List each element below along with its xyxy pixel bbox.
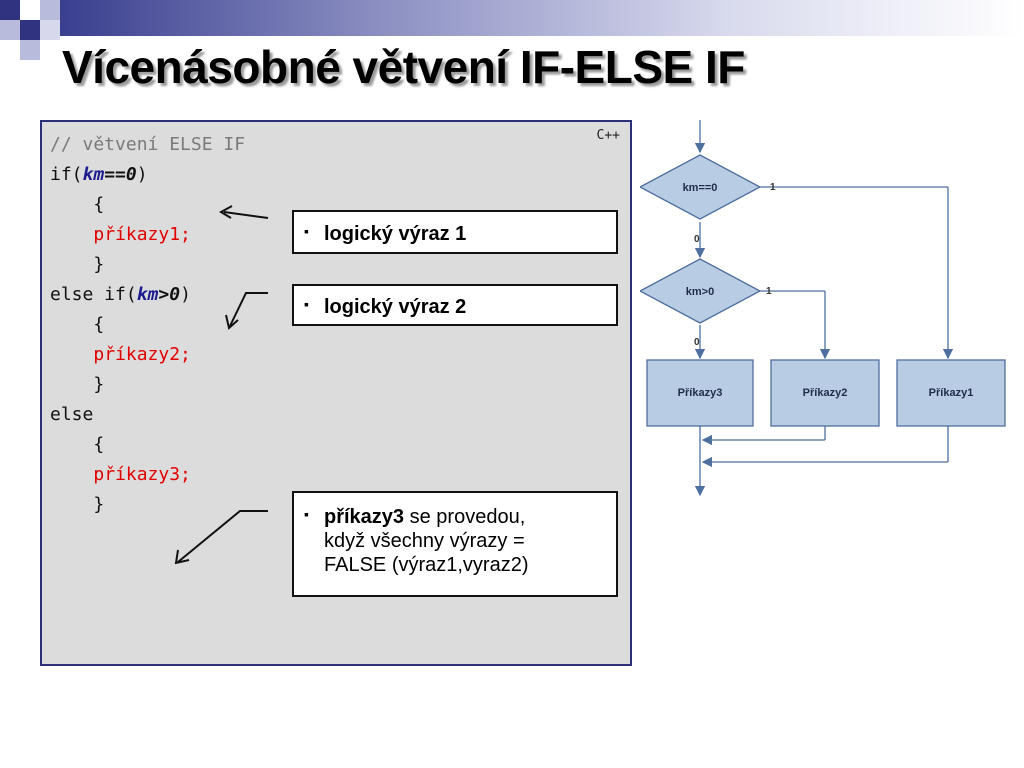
- arrow-to-else-if: [229, 292, 268, 327]
- note-text: logický výraz 2: [324, 296, 467, 318]
- decor-square: [20, 20, 40, 40]
- close-brace: }: [93, 494, 105, 515]
- code-comment: // větvení ELSE IF: [50, 134, 246, 155]
- note-text: příkazy3 se provedou, když všechny výraz…: [324, 505, 608, 577]
- code-line: }: [50, 490, 245, 520]
- code-line: if(km==0): [50, 160, 245, 190]
- else-if-keyword: else if(: [50, 284, 137, 305]
- note-logical-expression-1: ▪ logický výraz 1: [292, 210, 618, 254]
- close-brace: }: [93, 254, 105, 275]
- close-brace: }: [93, 374, 105, 395]
- decision2-label: km>0: [686, 286, 714, 298]
- code-line: }: [50, 370, 245, 400]
- decision-km-eq-0: [640, 154, 762, 220]
- note-text-part: když všechny výrazy =: [324, 530, 525, 552]
- bullet-icon: ▪: [304, 296, 309, 312]
- code-line: else if(km>0): [50, 280, 245, 310]
- process-label: Příkazy1: [929, 387, 974, 399]
- code-line: else: [50, 400, 245, 430]
- decor-square: [40, 20, 60, 40]
- decor-square: [20, 40, 40, 60]
- if-keyword: if(: [50, 164, 83, 185]
- statement-prikazy1: příkazy1;: [93, 224, 191, 245]
- statement-prikazy3: příkazy3;: [93, 464, 191, 485]
- open-brace: {: [93, 194, 105, 215]
- no-label: 0: [694, 337, 700, 348]
- header-gradient-bar: [60, 0, 1024, 36]
- note-else-branch: ▪ příkazy3 se provedou, když všechny výr…: [292, 491, 618, 597]
- code-line: příkazy2;: [50, 340, 245, 370]
- decor-square: [0, 0, 20, 20]
- process-box-prikazy1: [896, 359, 1006, 427]
- arrow-to-else-if-head: [225, 314, 239, 330]
- language-label: C++: [596, 128, 620, 143]
- code-line: {: [50, 430, 245, 460]
- bullet-icon: ▪: [304, 506, 309, 522]
- variable-km: km: [82, 164, 105, 185]
- close-paren: ): [180, 284, 191, 305]
- process-box-prikazy2: [770, 359, 880, 427]
- else-keyword: else: [50, 404, 94, 425]
- no-label: 0: [694, 234, 700, 245]
- process-label: Příkazy2: [803, 387, 848, 399]
- operator: >: [158, 284, 170, 305]
- code-line: {: [50, 190, 245, 220]
- number-literal: 0: [169, 284, 181, 305]
- arrow-to-if: [223, 211, 269, 219]
- code-line: // větvení ELSE IF: [50, 130, 245, 160]
- note-text: logický výraz 1: [324, 223, 467, 245]
- arrow-to-else-head: [174, 549, 190, 565]
- code-line: }: [50, 250, 245, 280]
- code-line: příkazy3;: [50, 460, 245, 490]
- variable-km: km: [136, 284, 159, 305]
- code-block: // větvení ELSE IF if(km==0) { příkazy1;…: [50, 130, 245, 520]
- number-literal: 0: [125, 164, 137, 185]
- bullet-icon: ▪: [304, 223, 309, 239]
- open-brace: {: [93, 314, 105, 335]
- arrow-to-else: [177, 510, 268, 563]
- note-text-part: se provedou,: [404, 506, 526, 528]
- decision-km-gt-0: [640, 258, 762, 324]
- process-label: Příkazy3: [678, 387, 723, 399]
- decor-square: [40, 0, 60, 20]
- decision1-label: km==0: [683, 182, 718, 194]
- note-bold-text: příkazy3: [324, 506, 405, 528]
- yes-label: 1: [770, 182, 776, 193]
- decor-square: [0, 20, 20, 40]
- note-text-part: FALSE (výraz1,vyraz2): [324, 554, 529, 576]
- flowchart: km==0 km>0 1 1 0 0 Příkazy3 Příkazy2 Pří…: [640, 120, 1006, 497]
- open-brace: {: [93, 434, 105, 455]
- statement-prikazy2: příkazy2;: [93, 344, 191, 365]
- yes-label: 1: [766, 286, 772, 297]
- process-box-prikazy3: [646, 359, 754, 427]
- close-paren: ): [136, 164, 148, 185]
- slide-title: Vícenásobné větvení IF-ELSE IF: [62, 41, 745, 93]
- arrow-to-if-head: [218, 205, 233, 219]
- code-line: {: [50, 310, 245, 340]
- note-logical-expression-2: ▪ logický výraz 2: [292, 284, 618, 326]
- code-line: příkazy1;: [50, 220, 245, 250]
- operator: ==: [104, 164, 126, 185]
